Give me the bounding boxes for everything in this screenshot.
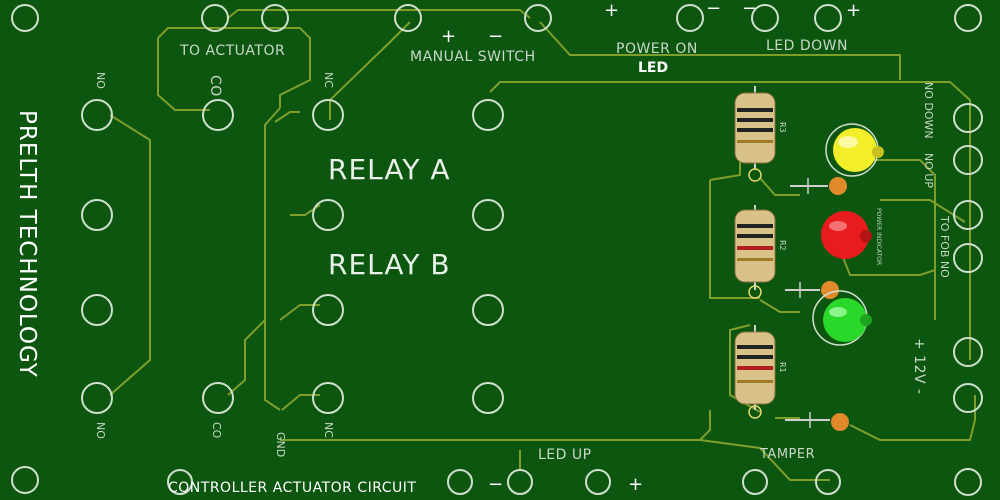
label-co-top: CO [207, 75, 223, 97]
resistor-r1 [734, 325, 776, 419]
capacitor-c3 [790, 177, 847, 195]
solder-pads [11, 4, 983, 496]
label-top-plus-left: + [604, 0, 620, 21]
label-manual-switch: MANUAL SWITCH [410, 49, 536, 65]
label-power-on: POWER ON [616, 41, 698, 57]
label-led-down: LED DOWN [766, 38, 848, 54]
label-manual-plus: + [441, 26, 457, 47]
led-green [812, 290, 872, 346]
label-top-plus-right: + [846, 0, 862, 21]
label-top-minus-2: − [742, 0, 758, 19]
led-yellow [825, 123, 884, 177]
label-led-up: LED UP [538, 447, 592, 463]
label-relay-a: RELAY A [328, 153, 451, 186]
label-tamper: TAMPER [760, 447, 816, 462]
label-top-minus-1: − [706, 0, 722, 19]
resistor-r3 [734, 86, 776, 182]
label-bottom-plus: + [628, 474, 644, 495]
label-r2: R2 [778, 240, 787, 251]
label-manual-minus: − [488, 26, 504, 47]
label-led: LED [638, 60, 669, 76]
label-nc-bottom: NC [322, 422, 335, 438]
label-r1: R1 [778, 362, 787, 373]
label-r3: R3 [778, 122, 787, 133]
label-to-fob-no: TO FOB NO [938, 216, 951, 278]
footer-title: CONTROLLER ACTUATOR CIRCUIT [168, 480, 417, 496]
capacitor-c1 [785, 412, 849, 431]
label-bottom-minus: − [488, 474, 504, 495]
label-co-bottom: CO [210, 422, 223, 439]
led-red [821, 211, 872, 259]
brand-title: PRELTH TECHNOLOGY [14, 110, 40, 378]
label-gnd: GND [274, 432, 287, 458]
label-12v: + 12V - [911, 338, 927, 395]
label-no-left-top: NO [94, 72, 107, 89]
label-to-actuator: TO ACTUATOR [180, 43, 286, 59]
label-no-up: NO UP [922, 153, 935, 189]
label-power-indicator: POWER INDICATOR [875, 208, 882, 266]
label-no-left-bottom: NO [94, 422, 107, 439]
label-nc-top: NC [322, 72, 335, 88]
label-no-down: NO DOWN [922, 82, 935, 139]
label-relay-b: RELAY B [328, 248, 451, 281]
resistor-r2 [734, 205, 776, 299]
